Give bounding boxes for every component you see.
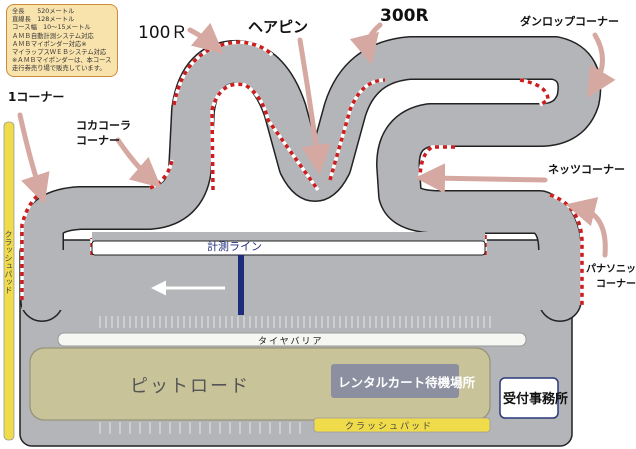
label-dunlop-corner: ダンロップコーナー (520, 15, 619, 28)
crash-pad-left (3, 121, 15, 441)
label-100r: 100Ｒ (138, 23, 188, 43)
label-pit-road: ピットロード (130, 376, 250, 397)
label-panasonic-corner: パナソニック コーナー (586, 264, 636, 290)
info-line: マイラップスＷＥＢシステム対応 (12, 49, 107, 57)
label-tire-barrier: タイヤバリア (258, 337, 324, 347)
label-300r: 300R (380, 6, 429, 26)
label-corner1: 1コーナー (8, 90, 65, 104)
corner-arrows (17, 22, 616, 258)
label-office: 受付事務所 (503, 392, 569, 407)
info-line: ＡＭＢ自動計測システム対応 (12, 32, 94, 40)
label-rental-kart-waiting: レンタルカート待機場所 (338, 375, 476, 390)
info-line: ＡＭＢマイポンダー対応※ (12, 40, 87, 48)
label-timing-line: 計測ライン (207, 240, 262, 253)
course-info-box: 全長 520メートル 直線長 128メートル コース幅 10〜15メートル ＡＭ… (6, 4, 118, 77)
info-line: 走行券売り場で販売しています。 (12, 65, 106, 73)
label-cocacola-corner: コカコーラ コーナー (76, 119, 131, 147)
tire-barrier (57, 332, 527, 347)
rental-kart-area (331, 364, 459, 398)
label-crash-pad-bottom: クラッシュパッド (345, 422, 434, 432)
grid-marks (99, 316, 491, 434)
info-line: コース幅 10〜15メートル (12, 24, 91, 32)
label-hairpin: ヘアピン (248, 18, 309, 36)
office-box (499, 377, 559, 419)
info-line: 直線長 128メートル (12, 16, 75, 24)
crash-pad-bottom (313, 417, 491, 433)
timing-line (238, 255, 244, 315)
info-line: 全長 520メートル (12, 8, 75, 15)
track-surface (21, 37, 600, 321)
label-nets-corner: ネッツコーナー (548, 163, 625, 176)
info-line: ※ＡＭＢマイポンダーは、本コース (12, 57, 112, 65)
label-crash-pad-left: クラッシュパッド (4, 230, 13, 294)
